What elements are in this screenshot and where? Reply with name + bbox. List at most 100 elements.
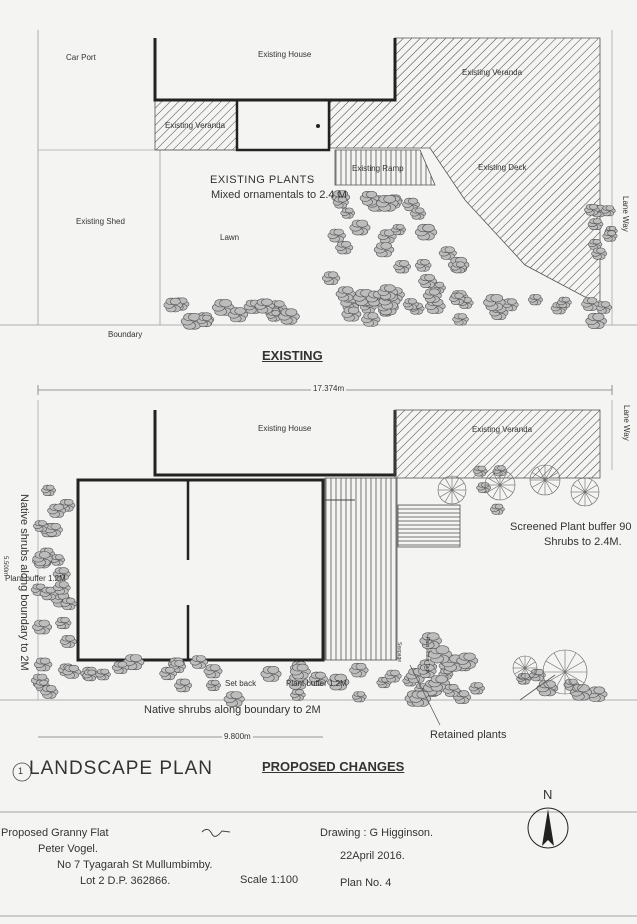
shrub-symbol: [536, 680, 559, 697]
shrub-symbol: [52, 581, 71, 595]
shrub-symbol: [373, 242, 395, 258]
label-drawing-by: Drawing : G Higginson.: [320, 827, 434, 839]
shrub-symbol: [351, 691, 367, 703]
shrub-symbol: [223, 691, 245, 707]
shrub-symbol: [189, 655, 208, 669]
shrub-symbol: [442, 683, 461, 697]
shrub-symbol: [289, 663, 311, 680]
existing-plants: [163, 190, 618, 330]
shrub-symbol: [527, 294, 543, 306]
label-dim-9800: 9.800m: [222, 732, 253, 741]
shrub-symbol: [452, 313, 469, 326]
shrub-symbol: [341, 306, 362, 322]
label-existing-veranda-right: Existing Veranda: [462, 68, 523, 77]
plan-number-bubble: 1: [18, 766, 24, 776]
label-scale: Scale 1:100: [240, 874, 299, 886]
shrub-symbol: [60, 597, 78, 611]
shrub-symbol: [159, 666, 178, 681]
shrub-symbol: [428, 675, 451, 692]
shrub-symbol: [163, 297, 183, 313]
shrub-symbol: [595, 301, 612, 314]
label-project: Proposed Granny Flat: [1, 827, 109, 839]
label-plant-buffer-left: Plant buffer 1.2M: [5, 574, 66, 583]
shrub-symbol: [327, 228, 346, 243]
shrub-symbol: [308, 671, 328, 686]
label-lot: Lot 2 D.P. 362866.: [80, 875, 171, 887]
shrub-symbol: [290, 689, 306, 701]
shrub-symbol: [278, 308, 300, 325]
shrub-symbol: [95, 668, 111, 681]
shrub-symbol: [450, 261, 467, 274]
shrub-symbol: [32, 551, 53, 567]
shrub-symbol: [438, 246, 457, 260]
shrub-symbol: [415, 223, 438, 241]
shrub-symbol: [375, 195, 399, 212]
label-retained-plants: Retained plants: [430, 729, 507, 741]
shrub-symbol: [402, 298, 419, 311]
label-existing-plants: EXISTING PLANTS: [210, 174, 315, 186]
shrub-symbol: [587, 239, 603, 250]
shrub-symbol: [32, 619, 53, 635]
shrub-symbol: [196, 314, 214, 328]
label-existing-veranda-proposed: Existing Veranda: [472, 425, 533, 434]
shrub-symbol: [322, 271, 341, 285]
shrub-symbol: [586, 686, 608, 702]
shrub-symbol: [260, 666, 282, 682]
shrub-symbol: [441, 654, 465, 672]
shrub-symbol: [391, 224, 406, 236]
label-owner: Peter Vogel.: [38, 843, 98, 855]
shrub-symbol: [556, 296, 572, 309]
label-boundary: Boundary: [108, 330, 143, 339]
shrub-symbol: [33, 520, 49, 532]
shrub-symbol: [587, 218, 604, 230]
shrub-symbol: [335, 240, 354, 255]
shrub-symbol: [377, 284, 398, 300]
shrub-symbol: [563, 678, 580, 691]
shrub-symbol: [409, 207, 427, 220]
label-dim-left: 5.500m: [2, 556, 8, 577]
shrub-symbol: [40, 685, 59, 699]
label-set-back: Set back: [225, 679, 257, 688]
label-address: No 7 Tyagarah St Mullumbimby.: [57, 859, 213, 871]
shrub-symbol: [414, 259, 432, 272]
label-car-port: Car Port: [66, 53, 96, 62]
shrub-symbol: [49, 554, 66, 566]
tree-symbol: [542, 649, 588, 695]
tree-symbol: [512, 655, 538, 681]
tree-symbol: [437, 475, 467, 505]
shrub-symbol: [490, 503, 505, 515]
shrub-symbol: [349, 219, 371, 236]
shrub-symbol: [377, 229, 397, 244]
title-landscape-plan: LANDSCAPE PLAN: [29, 758, 214, 779]
proposed-steps: [397, 504, 461, 548]
shrub-symbol: [254, 298, 275, 314]
shrub-symbol: [335, 286, 356, 302]
label-lawn: Lawn: [220, 233, 240, 242]
label-lane-way-existing: Lane Way: [621, 196, 630, 232]
proposed-deck: [324, 477, 398, 661]
shrub-symbol: [516, 673, 532, 685]
label-lane-way-proposed: Lane Way: [622, 405, 631, 441]
existing-house-outline: [153, 38, 397, 102]
label-existing-house: Existing House: [258, 50, 312, 59]
shrub-symbol: [393, 260, 411, 274]
shrub-symbol: [359, 191, 380, 206]
heading-existing: EXISTING: [262, 348, 323, 363]
north-arrow-icon: [542, 809, 554, 846]
proposed-house-outline: [153, 410, 397, 477]
shrub-symbol: [327, 673, 350, 691]
shrub-symbol: [585, 312, 607, 329]
label-date: 22April 2016.: [340, 850, 405, 862]
shrub-symbol: [111, 661, 130, 674]
shrub-symbol: [456, 652, 479, 669]
shrub-symbol: [82, 669, 98, 682]
label-width-dimension: 17.374m: [311, 384, 347, 393]
existing-house-room: [235, 98, 331, 152]
shrub-symbol: [569, 684, 592, 701]
existing-ramp: [334, 149, 436, 186]
shrub-symbol: [602, 230, 618, 242]
label-shrubs-to: Shrubs to 2.4M.: [544, 536, 622, 548]
shrub-symbol: [44, 523, 63, 537]
shrub-symbol: [205, 679, 221, 692]
